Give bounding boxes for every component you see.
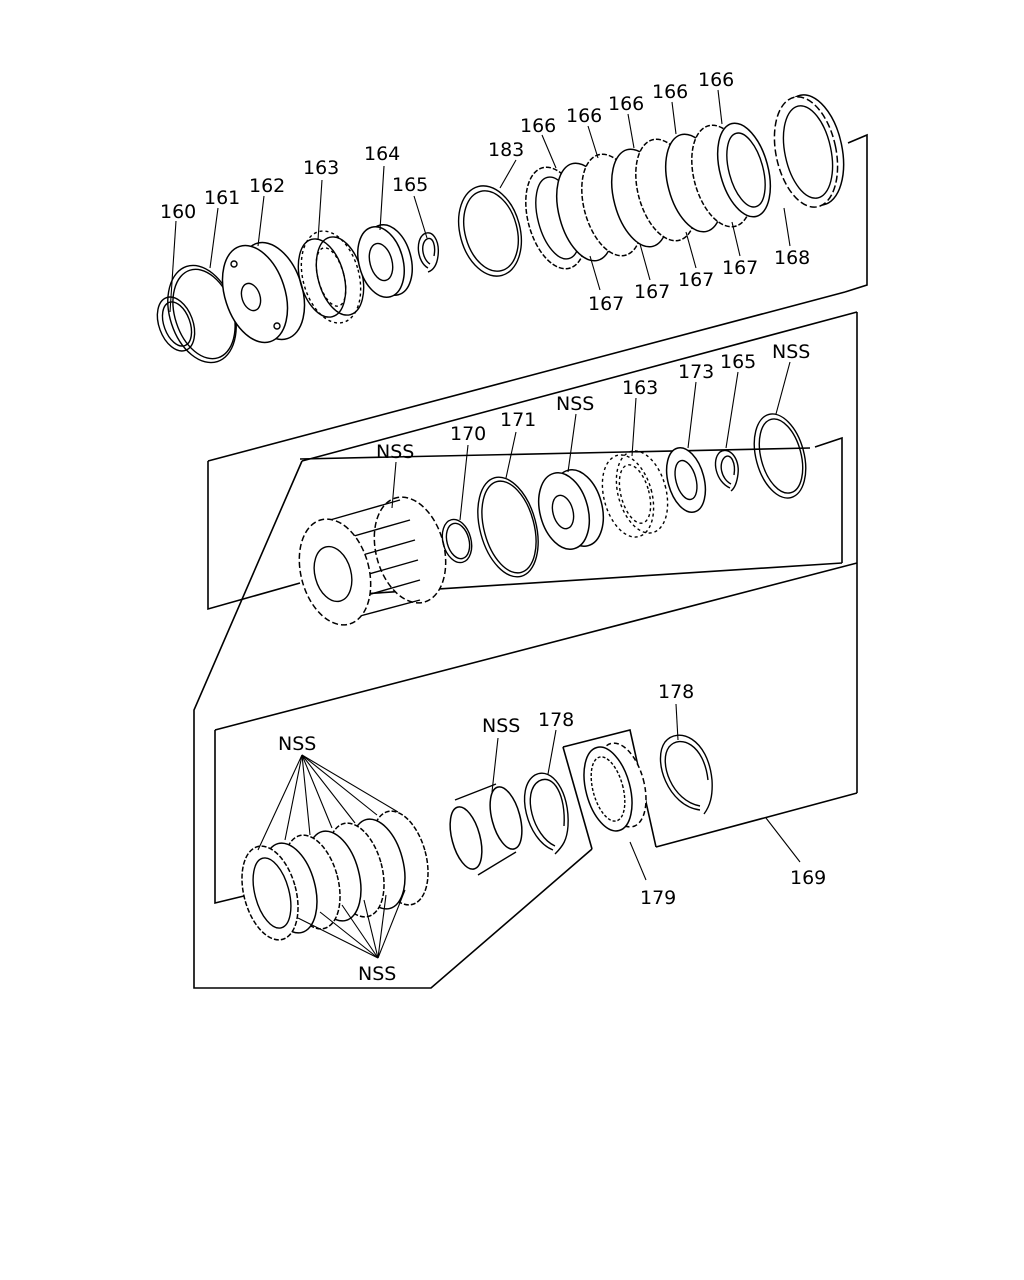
callout-166-e: 166	[698, 69, 734, 91]
callout-178-right: 178	[658, 681, 694, 703]
nss-leader-fan-top	[257, 754, 399, 851]
callout-167-d: 167	[722, 257, 758, 279]
part-163-spring-assembly-middle	[601, 450, 669, 538]
callout-166-c: 166	[608, 93, 644, 115]
nss-leader-fan-bottom	[297, 889, 406, 959]
callout-178-left: 178	[538, 709, 574, 731]
callout-167-a: 167	[588, 293, 624, 315]
callout-164: 164	[364, 143, 400, 165]
callout-169: 169	[790, 867, 826, 889]
callout-170: 170	[450, 423, 486, 445]
callout-nss-pack-top: NSS	[278, 733, 316, 755]
callout-183: 183	[488, 139, 524, 161]
callout-nss-piston: NSS	[556, 393, 594, 415]
group-outline-169	[193, 311, 858, 989]
part-165-snap-ring-middle	[714, 449, 739, 492]
part-170-ring	[441, 518, 473, 564]
callout-160: 160	[160, 201, 196, 223]
callout-163-top: 163	[303, 157, 339, 179]
callout-162: 162	[249, 175, 285, 197]
callout-167-c: 167	[678, 269, 714, 291]
callout-161: 161	[204, 187, 240, 209]
part-168-backing-plate	[773, 94, 845, 208]
part-nss-clutch-pack	[241, 810, 429, 941]
callout-nss-pack-bottom: NSS	[358, 963, 396, 985]
callout-165-middle: 165	[720, 351, 756, 373]
callout-nss-ring: NSS	[772, 341, 810, 363]
part-166-167-clutch-stack	[525, 122, 772, 270]
part-nss-sleeve	[449, 783, 523, 876]
part-160-ring	[156, 296, 196, 352]
part-163-spring-assembly	[297, 230, 365, 324]
part-nss-ring-right	[753, 413, 807, 499]
callout-173: 173	[678, 361, 714, 383]
callout-171: 171	[500, 409, 536, 431]
part-179-gear-ring	[583, 742, 647, 832]
part-183-thrust-ring	[457, 185, 523, 277]
part-nss-gear-hub	[298, 496, 447, 626]
part-173-retainer	[665, 447, 707, 513]
part-171-ring	[477, 476, 539, 578]
part-162-piston	[221, 241, 306, 344]
callout-166-a: 166	[520, 115, 556, 137]
callout-166-b: 166	[566, 105, 602, 127]
callout-168: 168	[774, 247, 810, 269]
group-outline-top	[207, 133, 868, 611]
callout-165-top: 165	[392, 174, 428, 196]
part-164-cup	[357, 224, 413, 298]
callout-167-b: 167	[634, 281, 670, 303]
callout-labels: 160 161 162 163 164 165 183 166 166 166 …	[160, 69, 826, 985]
callout-166-d: 166	[652, 81, 688, 103]
part-165-snap-ring	[417, 232, 439, 273]
callout-nss-sleeve: NSS	[482, 715, 520, 737]
callout-179: 179	[640, 887, 676, 909]
part-nss-piston	[537, 469, 605, 550]
callout-163-middle: 163	[622, 377, 658, 399]
leader-lines	[169, 89, 801, 881]
part-178-snap-ring-left	[523, 772, 569, 855]
part-178-snap-ring-right	[659, 734, 713, 815]
callout-nss-gear: NSS	[376, 441, 414, 463]
